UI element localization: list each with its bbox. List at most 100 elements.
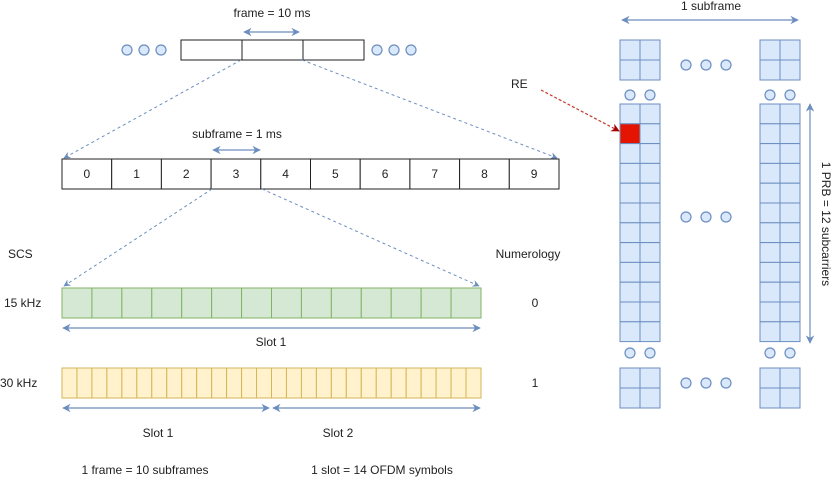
symbol-grid-30khz: [61, 367, 482, 399]
resource-element: [759, 281, 781, 303]
ofdm-symbol-cell: [181, 367, 198, 399]
resource-element: [639, 387, 661, 409]
subframe-box: [210, 158, 262, 190]
resource-element: [759, 387, 781, 409]
subframe-box: [160, 158, 212, 190]
subframe-box: [459, 158, 510, 190]
resource-element: [639, 202, 661, 224]
resource-element: [779, 103, 801, 125]
resource-element: [639, 103, 661, 125]
prb-grid-right: [759, 103, 801, 343]
ofdm-symbol-cell: [211, 287, 243, 319]
slot-2-label-30khz: Slot 2: [323, 426, 354, 440]
ofdm-symbol-cell: [136, 367, 153, 399]
ofdm-symbol-cell: [241, 367, 258, 399]
subframe-index-label: 6: [382, 167, 389, 181]
footnote-frame-subframes: 1 frame = 10 subframes: [81, 463, 208, 477]
resource-element: [639, 143, 661, 164]
ofdm-symbol-cell: [271, 287, 302, 319]
resource-element: [619, 367, 641, 389]
rb-block-top-right: [759, 39, 801, 81]
ofdm-symbol-cell: [420, 287, 452, 319]
resource-element: [619, 103, 641, 125]
ofdm-symbol-cell: [420, 367, 437, 399]
ofdm-symbol-cell: [121, 287, 153, 319]
resource-element: [779, 123, 801, 145]
resource-element: [639, 261, 661, 283]
resource-element: [779, 242, 801, 263]
prb-grid-left: [619, 103, 661, 343]
resource-element: [779, 143, 801, 164]
ofdm-symbol-cell: [360, 287, 392, 319]
ofdm-symbol-cell: [300, 287, 332, 319]
ofdm-symbol-cell: [226, 367, 243, 399]
ofdm-symbol-cell: [300, 367, 317, 399]
subframe-box: [409, 158, 461, 190]
resource-element: [759, 242, 781, 263]
ellipsis-right: [371, 44, 417, 56]
resource-element: [779, 321, 801, 343]
prb-height-label: 1 PRB = 12 subcarriers: [819, 162, 833, 286]
resource-element: [619, 261, 641, 283]
ofdm-symbol-cell: [151, 287, 183, 319]
rb-block-bottom-left: [619, 367, 661, 409]
resource-element: [619, 281, 641, 303]
slot-1-label-30khz: Slot 1: [143, 426, 174, 440]
subframe-index-label: 2: [183, 167, 190, 181]
resource-element: [639, 59, 661, 81]
resource-element: [639, 281, 661, 303]
resource-element: [619, 301, 641, 323]
resource-element: [759, 321, 781, 343]
resource-element: [779, 261, 801, 283]
ofdm-symbol-cell: [375, 367, 392, 399]
resource-element: [759, 301, 781, 323]
resource-element: [759, 39, 781, 61]
resource-element: [639, 321, 661, 343]
resource-element: [619, 182, 641, 204]
ellipsis-dot: [680, 377, 692, 389]
resource-element: [619, 39, 641, 61]
rb-block-top-left: [619, 39, 661, 81]
resource-element: [619, 143, 641, 164]
numerology-1-value: 1: [532, 376, 539, 390]
resource-element: [619, 387, 641, 409]
ofdm-symbol-cell: [345, 367, 362, 399]
ellipsis-dot: [624, 347, 636, 359]
zoom-line-frame-right: [301, 59, 558, 160]
resource-element: [779, 39, 801, 61]
ellipsis-dot: [720, 377, 732, 389]
subframe-index-label: 4: [282, 167, 289, 181]
resource-element: [779, 281, 801, 303]
re-pointer-arrow: [540, 89, 620, 132]
resource-element: [639, 242, 661, 263]
ellipsis-dot: [700, 59, 712, 71]
ellipsis-dot: [700, 377, 712, 389]
numerology-0-value: 0: [532, 296, 539, 310]
resource-element: [759, 202, 781, 224]
ofdm-symbol-cell: [91, 367, 108, 399]
resource-element: [759, 143, 781, 164]
subframe-box: [359, 158, 411, 190]
ofdm-symbol-cell: [390, 287, 422, 319]
ofdm-symbol-cell: [390, 367, 407, 399]
subframe-duration-label: subframe = 1 ms: [192, 127, 282, 141]
subframe-index-label: 1: [133, 167, 140, 181]
resource-element: [759, 261, 781, 283]
re-label: RE: [511, 77, 528, 91]
ellipsis-dot: [720, 211, 732, 223]
ellipsis-dot: [644, 89, 656, 101]
subframe-box: [111, 158, 162, 190]
ellipsis-dot: [388, 44, 400, 56]
resource-element: [639, 182, 661, 204]
resource-element: [639, 123, 661, 145]
resource-element: [619, 222, 641, 244]
ellipsis-dot: [784, 89, 796, 101]
subframe-index-label: 0: [84, 167, 91, 181]
frame-box: [241, 39, 304, 61]
resource-element: [759, 123, 781, 145]
resource-element-highlighted: [619, 123, 641, 145]
resource-element: [779, 59, 801, 81]
ofdm-symbol-cell: [151, 367, 168, 399]
